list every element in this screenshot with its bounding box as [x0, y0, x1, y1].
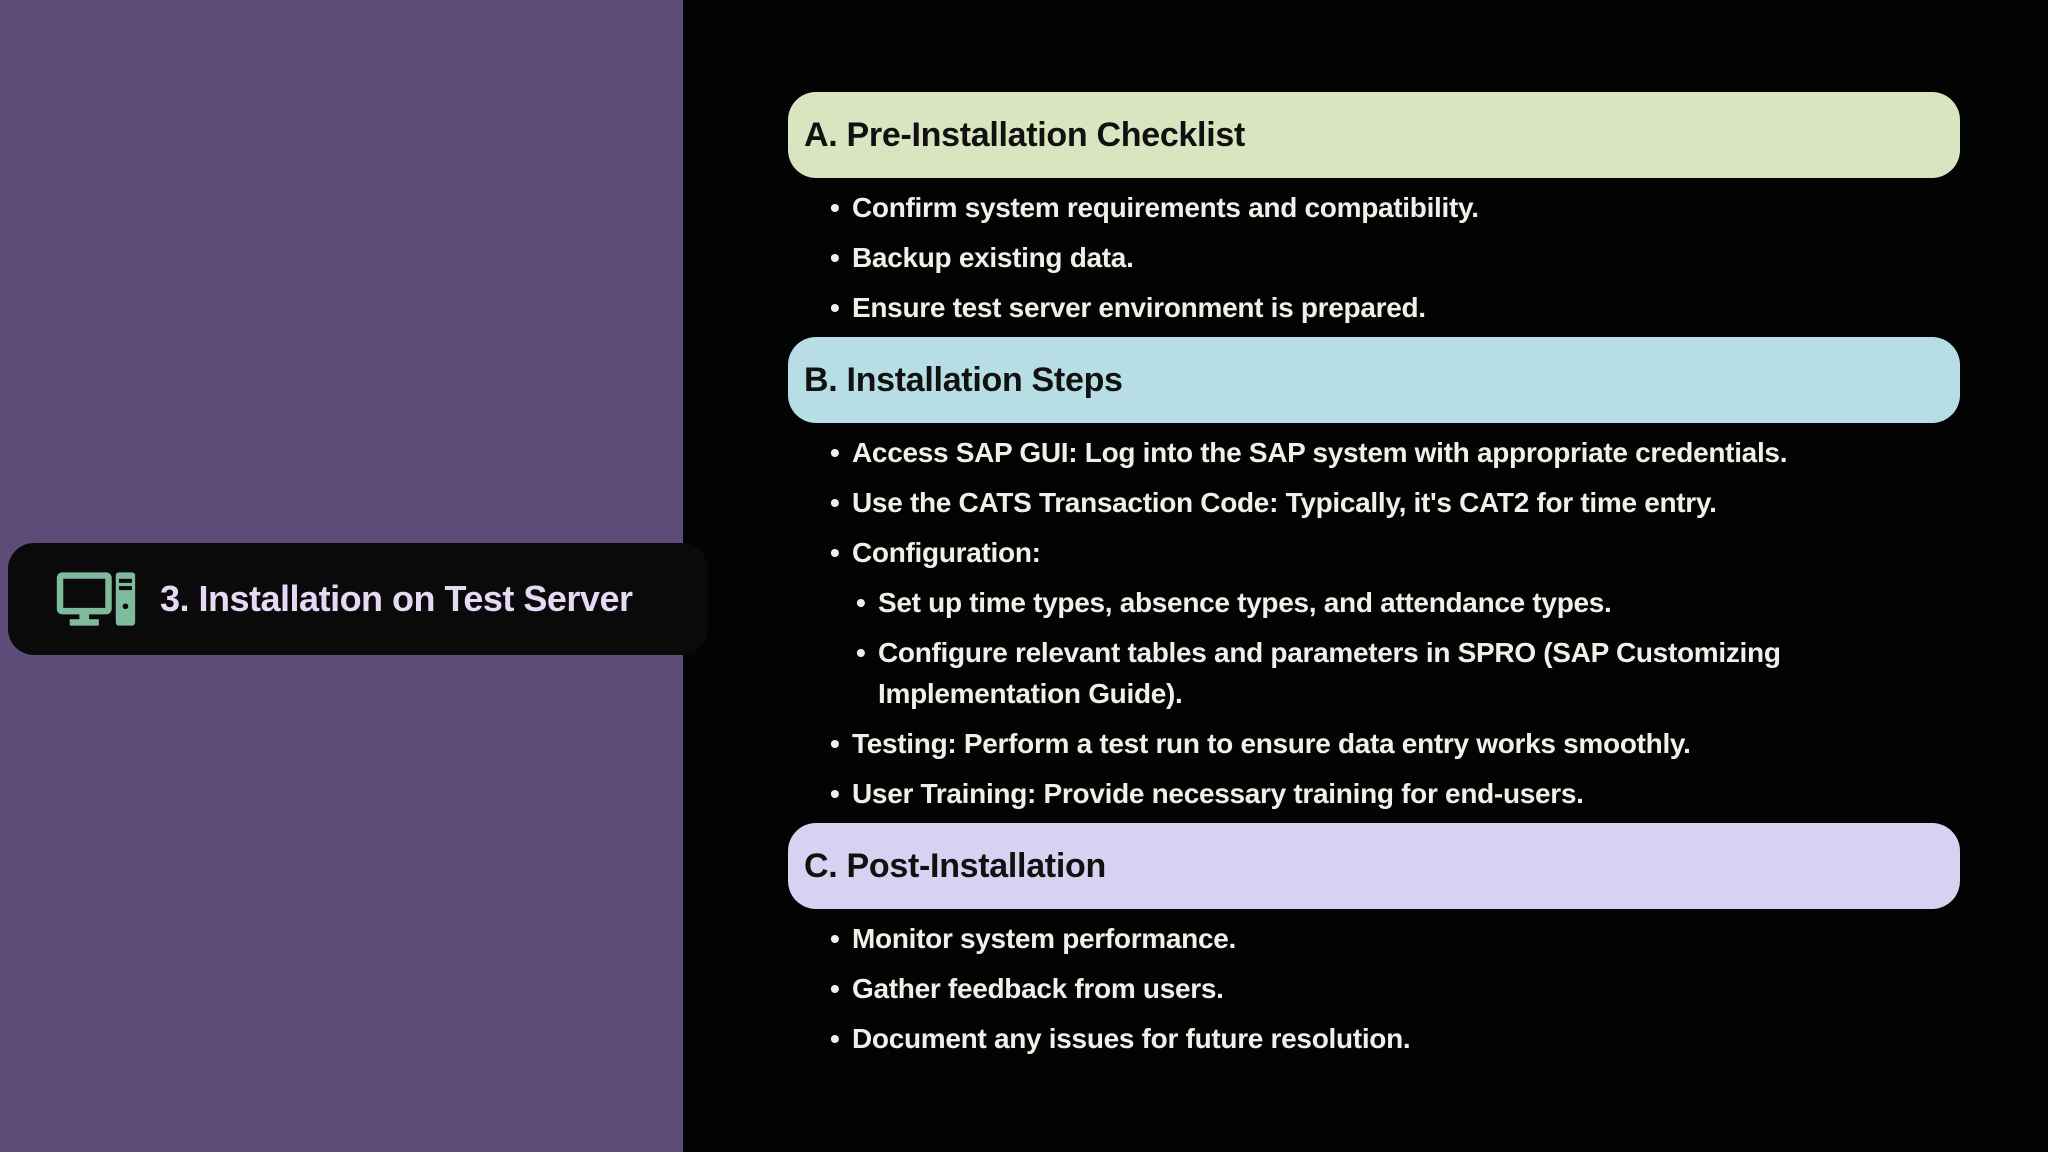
section-c-title: C. Post-Installation: [804, 846, 1106, 885]
section-b-header: B. Installation Steps: [788, 337, 1960, 423]
list-item: • Document any issues for future resolut…: [788, 1013, 1960, 1063]
item-text: User Training: Provide necessary trainin…: [852, 777, 1584, 809]
list-item: • Testing: Perform a test run to ensure …: [788, 718, 1960, 768]
desktop-computer-icon: [56, 566, 140, 632]
item-text: Backup existing data.: [852, 241, 1134, 273]
item-text: Monitor system performance.: [852, 922, 1236, 954]
list-item: • Use the CATS Transaction Code: Typical…: [788, 477, 1960, 527]
list-item: • Monitor system performance.: [788, 913, 1960, 963]
section-c-list: • Monitor system performance. • Gather f…: [788, 913, 1960, 1063]
section-b-list: • Access SAP GUI: Log into the SAP syste…: [788, 427, 1960, 818]
section-a-list: • Confirm system requirements and compat…: [788, 182, 1960, 332]
list-item: • Gather feedback from users.: [788, 963, 1960, 1013]
bullet-icon: •: [856, 586, 866, 618]
slide-title: 3. Installation on Test Server: [160, 578, 633, 619]
bullet-icon: •: [830, 241, 840, 273]
bullet-icon: •: [830, 536, 840, 568]
item-text: Access SAP GUI: Log into the SAP system …: [852, 436, 1788, 468]
list-item: • Access SAP GUI: Log into the SAP syste…: [788, 427, 1960, 477]
item-text: Ensure test server environment is prepar…: [852, 291, 1426, 323]
bullet-icon: •: [830, 727, 840, 759]
list-item: • Backup existing data.: [788, 232, 1960, 282]
item-text: Gather feedback from users.: [852, 972, 1224, 1004]
section-a-title: A. Pre-Installation Checklist: [804, 115, 1245, 154]
list-subitem: • Set up time types, absence types, and …: [788, 577, 1960, 627]
content-column: A. Pre-Installation Checklist • Confirm …: [788, 92, 1960, 1068]
bullet-icon: •: [830, 436, 840, 468]
item-text: Configuration:: [852, 536, 1041, 568]
slide-title-bar: 3. Installation on Test Server: [8, 543, 708, 655]
bullet-icon: •: [830, 922, 840, 954]
item-text: Document any issues for future resolutio…: [852, 1022, 1411, 1054]
bullet-icon: •: [830, 191, 840, 223]
list-subitem: • Configure relevant tables and paramete…: [788, 627, 1960, 718]
item-text: Set up time types, absence types, and at…: [878, 586, 1612, 618]
bullet-icon: •: [830, 777, 840, 809]
list-item: • Configuration:: [788, 527, 1960, 577]
section-a-header: A. Pre-Installation Checklist: [788, 92, 1960, 178]
list-item: • Ensure test server environment is prep…: [788, 282, 1960, 332]
section-c-header: C. Post-Installation: [788, 823, 1960, 909]
item-text: Testing: Perform a test run to ensure da…: [852, 727, 1691, 759]
bullet-icon: •: [830, 972, 840, 1004]
bullet-icon: •: [856, 636, 866, 668]
section-b-title: B. Installation Steps: [804, 360, 1123, 399]
bullet-icon: •: [830, 1022, 840, 1054]
item-text: Configure relevant tables and parameters…: [878, 636, 1781, 709]
list-item: • User Training: Provide necessary train…: [788, 768, 1960, 818]
bullet-icon: •: [830, 486, 840, 518]
item-text: Use the CATS Transaction Code: Typically…: [852, 486, 1717, 518]
list-item: • Confirm system requirements and compat…: [788, 182, 1960, 232]
item-text: Confirm system requirements and compatib…: [852, 191, 1479, 223]
bullet-icon: •: [830, 291, 840, 323]
